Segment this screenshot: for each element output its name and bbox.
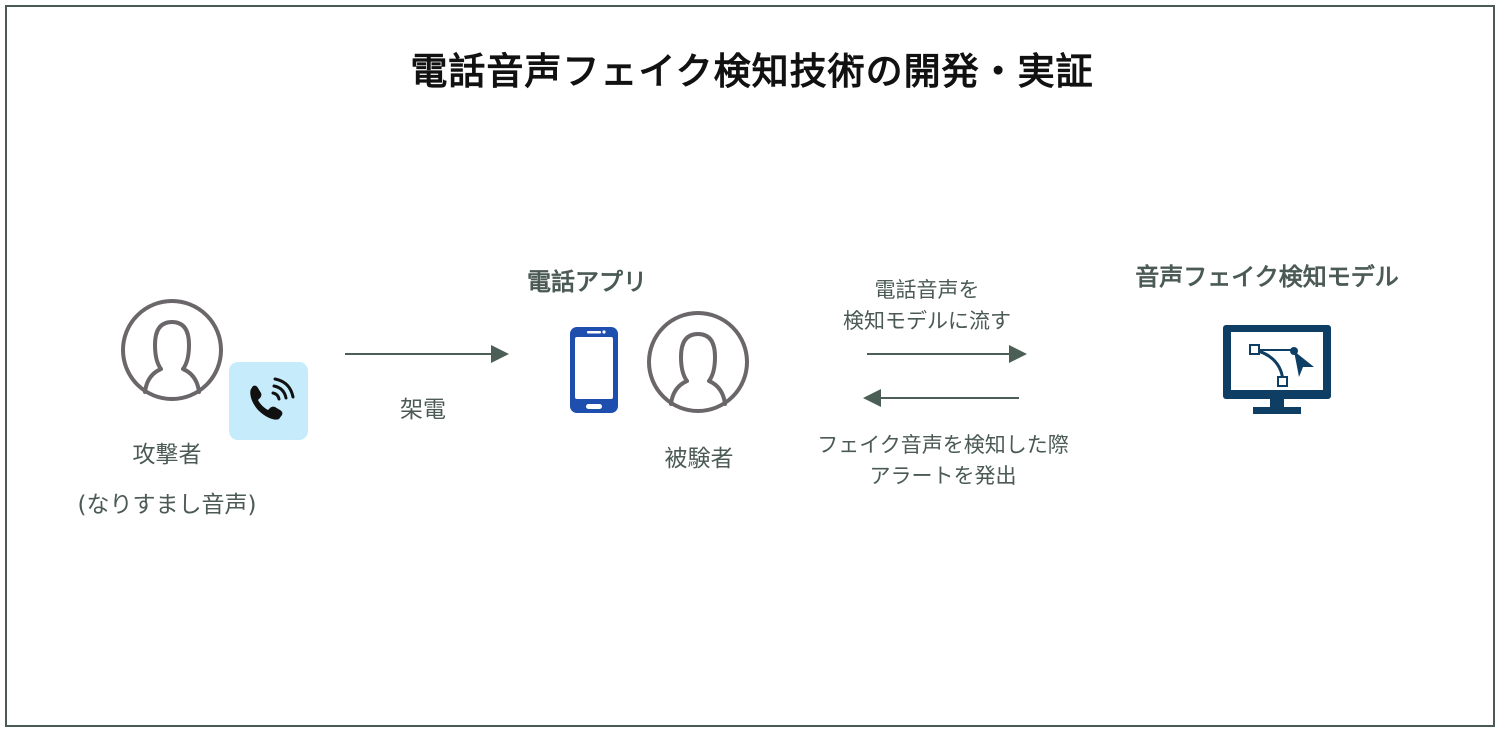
attacker-note: (なりすまし音声) bbox=[77, 492, 257, 518]
call-arrow bbox=[345, 345, 509, 363]
smartphone-icon bbox=[570, 327, 618, 413]
diagram-frame: 電話音声フェイク検知技術の開発・実証 攻撃者 (なりすまし音声) 架電 電話アプ… bbox=[5, 5, 1495, 727]
subject-name: 被験者 bbox=[664, 446, 734, 472]
call-badge bbox=[229, 362, 308, 440]
forward-arrow-line-2: 検知モデルに流す bbox=[843, 309, 1011, 333]
subject-person-icon bbox=[647, 311, 749, 413]
alert-arrow bbox=[863, 389, 1019, 407]
attacker-person-icon bbox=[121, 299, 223, 401]
attacker-name: 攻撃者 bbox=[132, 442, 202, 468]
forward-arrow-line-1: 電話音声を bbox=[874, 278, 980, 302]
alert-arrow-label: フェイク音声を検知した際 アラートを発出 bbox=[783, 430, 1103, 492]
alert-arrow-line-2: アラートを発出 bbox=[869, 464, 1017, 488]
call-label: 架電 bbox=[400, 397, 446, 423]
phone-app-heading: 電話アプリ bbox=[527, 268, 647, 296]
alert-arrow-line-1: フェイク音声を検知した際 bbox=[817, 433, 1069, 457]
forward-arrow-label: 電話音声を 検知モデルに流す bbox=[807, 275, 1047, 337]
monitor-vector-icon bbox=[1223, 325, 1331, 414]
model-heading: 音声フェイク検知モデル bbox=[1135, 263, 1399, 291]
diagram-title: 電話音声フェイク検知技術の開発・実証 bbox=[410, 50, 1094, 93]
forward-arrow bbox=[867, 345, 1027, 363]
phone-ringing-icon bbox=[250, 377, 295, 420]
